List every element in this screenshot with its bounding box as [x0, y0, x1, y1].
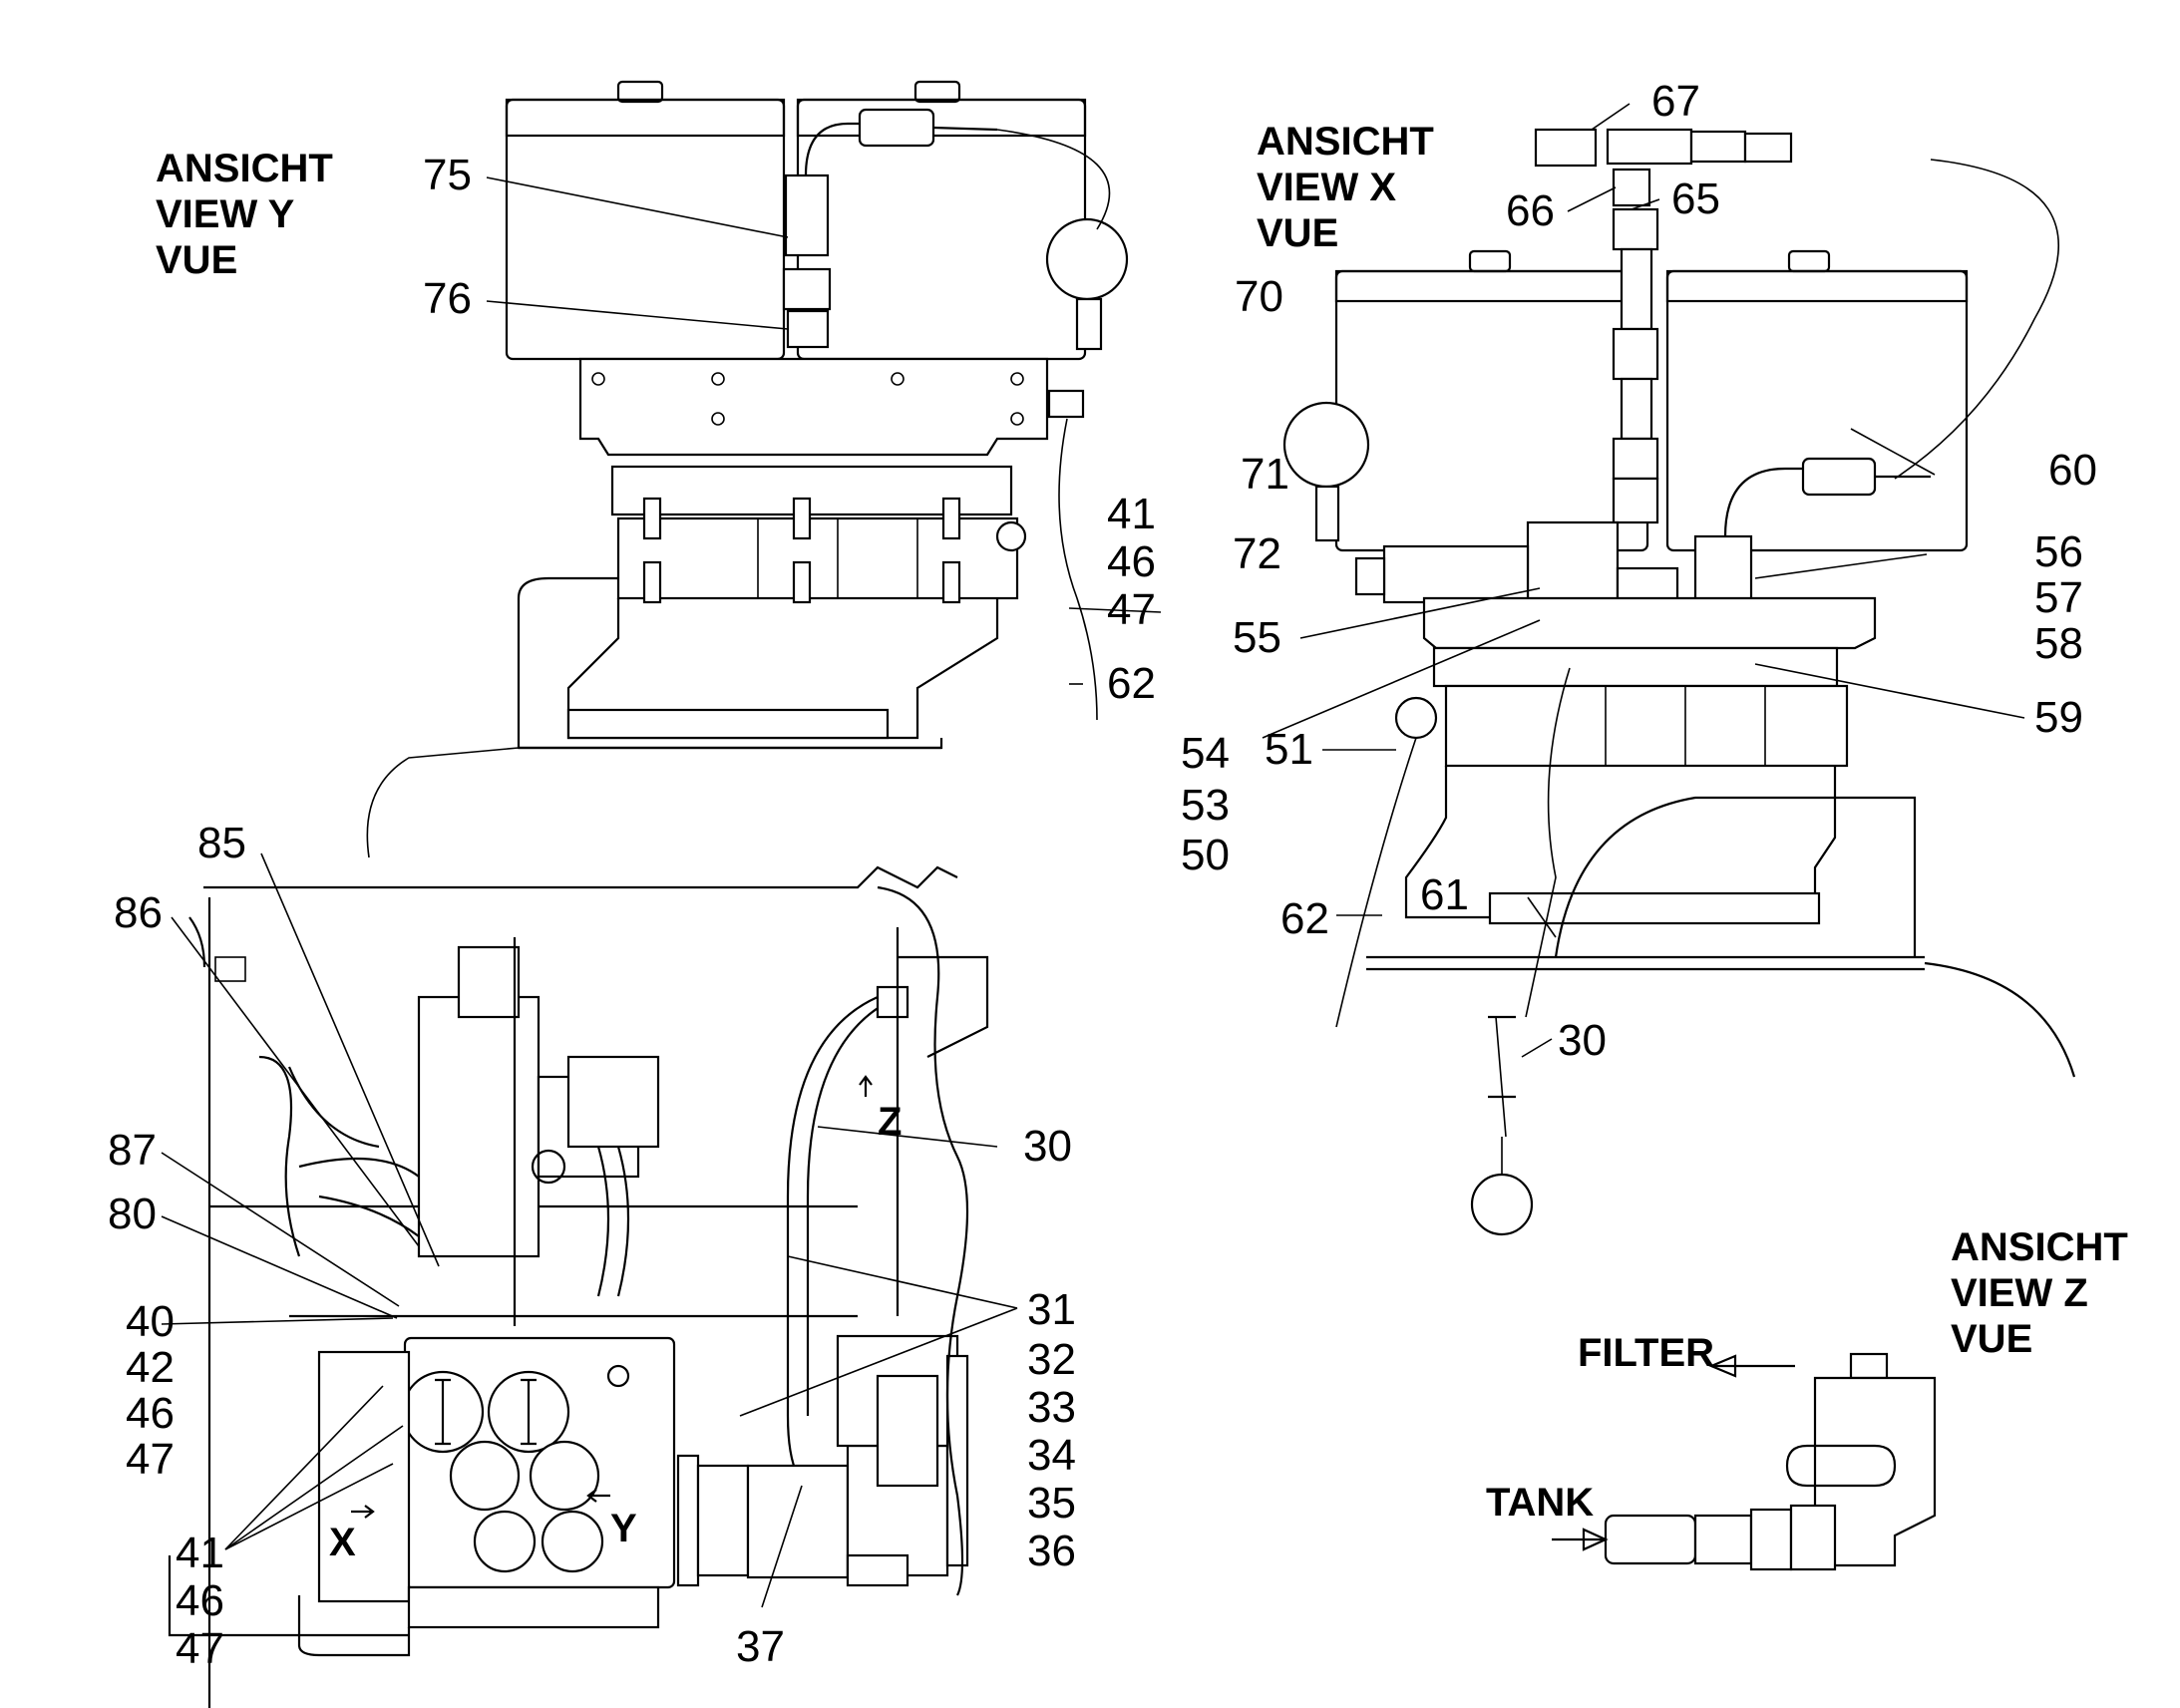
- callout-62b: 62: [1280, 894, 1329, 943]
- callout-57: 57: [2034, 573, 2083, 622]
- x-arrow-icon: [351, 1505, 375, 1519]
- callout-50: 50: [1181, 831, 1230, 879]
- callout-40: 40: [126, 1297, 175, 1346]
- callout-30a: 30: [1558, 1016, 1607, 1065]
- callout-37: 37: [736, 1622, 785, 1671]
- callout-46a: 46: [1107, 537, 1156, 586]
- callout-62a: 62: [1107, 659, 1156, 708]
- callout-53: 53: [1181, 781, 1230, 830]
- callout-80: 80: [108, 1190, 157, 1238]
- callout-61: 61: [1420, 870, 1469, 919]
- callout-67: 67: [1651, 77, 1700, 126]
- callout-71: 71: [1241, 450, 1289, 499]
- view-x-marker: X: [329, 1521, 356, 1564]
- view-z-marker: Z: [878, 1100, 902, 1144]
- callout-35: 35: [1027, 1479, 1076, 1528]
- callout-34: 34: [1027, 1431, 1076, 1480]
- callout-59: 59: [2034, 693, 2083, 742]
- svg-text:VUE: VUE: [1951, 1317, 2032, 1361]
- callout-41b: 41: [176, 1529, 224, 1577]
- callout-70: 70: [1235, 272, 1283, 321]
- view-y-assembly: [366, 80, 1129, 858]
- svg-text:VIEW X: VIEW X: [1257, 166, 1396, 209]
- callout-46b: 46: [126, 1389, 175, 1438]
- callout-47b: 47: [126, 1435, 175, 1484]
- callout-75: 75: [423, 151, 472, 199]
- tank-label: TANK: [1486, 1481, 1594, 1525]
- callout-46c: 46: [176, 1576, 224, 1625]
- svg-text:ANSICHT: ANSICHT: [156, 147, 333, 190]
- callout-33: 33: [1027, 1383, 1076, 1432]
- svg-text:ANSICHT: ANSICHT: [1257, 120, 1434, 164]
- callout-66: 66: [1506, 186, 1555, 235]
- callout-55: 55: [1233, 613, 1281, 662]
- callout-labels: 75 76 41 46 47 62 67 66 65 70 71 72 60 5…: [108, 77, 2097, 1673]
- callout-31: 31: [1027, 1285, 1076, 1334]
- filter-label: FILTER: [1578, 1331, 1714, 1375]
- callout-54: 54: [1181, 729, 1230, 778]
- callout-30b: 30: [1023, 1122, 1072, 1171]
- leader-lines: [161, 103, 2025, 1608]
- y-arrow-icon: [586, 1489, 610, 1503]
- callout-47a: 47: [1107, 585, 1156, 634]
- view-z-title: ANSICHT VIEW Z VUE: [1951, 1225, 2128, 1361]
- svg-text:ANSICHT: ANSICHT: [1951, 1225, 2128, 1269]
- callout-51: 51: [1265, 725, 1313, 774]
- view-x-assembly: [1282, 128, 2076, 1236]
- callout-56: 56: [2034, 527, 2083, 576]
- callout-36: 36: [1027, 1527, 1076, 1575]
- callout-72: 72: [1233, 529, 1281, 578]
- callout-65: 65: [1671, 174, 1720, 223]
- callout-85: 85: [197, 819, 246, 867]
- z-arrow-icon: [859, 1075, 873, 1097]
- callout-86: 86: [114, 888, 163, 937]
- svg-text:VUE: VUE: [1257, 211, 1338, 255]
- view-z-assembly: [1552, 1352, 1937, 1571]
- callout-47c: 47: [176, 1624, 224, 1673]
- callout-87: 87: [108, 1126, 157, 1175]
- view-x-title: ANSICHT VIEW X VUE: [1257, 120, 1434, 255]
- svg-text:VUE: VUE: [156, 238, 237, 282]
- view-y-title: ANSICHT VIEW Y VUE: [156, 147, 333, 282]
- svg-text:VIEW Y: VIEW Y: [156, 192, 295, 236]
- view-y-marker: Y: [610, 1507, 637, 1550]
- callout-42: 42: [126, 1343, 175, 1392]
- svg-text:VIEW Z: VIEW Z: [1951, 1271, 2088, 1315]
- callout-76: 76: [423, 274, 472, 323]
- callout-32: 32: [1027, 1335, 1076, 1384]
- main-machine-view: [168, 865, 989, 1708]
- callout-41a: 41: [1107, 490, 1156, 538]
- callout-60: 60: [2048, 446, 2097, 495]
- callout-58: 58: [2034, 619, 2083, 668]
